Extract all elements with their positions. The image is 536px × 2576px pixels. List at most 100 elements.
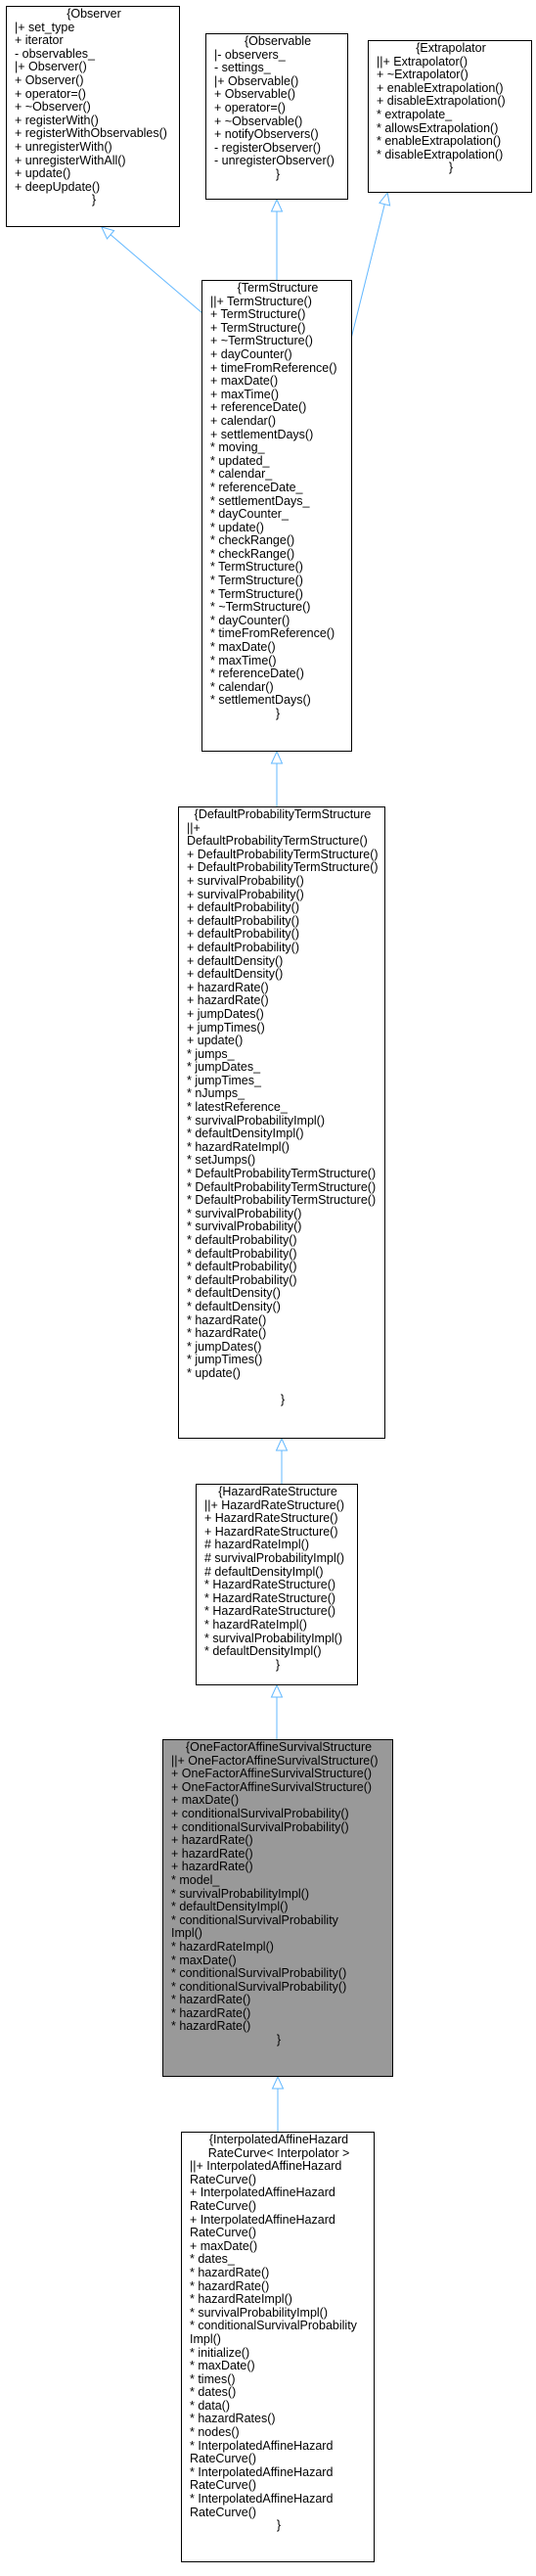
class-close: } [275, 707, 281, 720]
class-member: * initialize() [190, 2345, 250, 2360]
class-close: } [280, 1393, 286, 1407]
class-member: + DefaultProbabilityTermStructure() [187, 847, 379, 861]
class-member: * dates_ [190, 2252, 235, 2267]
class-extrapolator[interactable]: {Extrapolator ||+ Extrapolator()+ ~Extra… [368, 40, 532, 193]
class-member: + deepUpdate() [15, 179, 101, 194]
class-member: * dayCounter_ [210, 507, 289, 522]
class-member: * dates() [190, 2385, 237, 2400]
class-member: + notifyObservers() [214, 127, 319, 142]
class-onefactoraffinesurvivalstructure[interactable]: {OneFactorAffineSurvivalStructure ||+ On… [162, 1739, 393, 2077]
class-member: * conditionalSurvivalProbability() [171, 1979, 347, 1994]
class-member: ||+ Extrapolator() [377, 54, 468, 69]
class-member: * hazardRate() [190, 2265, 270, 2279]
class-member: + OneFactorAffineSurvivalStructure() [171, 1767, 373, 1781]
class-member: + ~Extrapolator() [377, 68, 469, 82]
class-member: * model_ [171, 1872, 220, 1887]
class-member: * defaultDensity() [187, 1299, 281, 1313]
class-member: + InterpolatedAffineHazard RateCurve() [190, 2185, 335, 2213]
edge-termstructure-observable [270, 198, 284, 280]
class-member: + unregisterWithAll() [15, 153, 126, 167]
class-member: + dayCounter() [210, 346, 292, 361]
class-observer[interactable]: {Observer |+ set_type+ iterator- observa… [6, 6, 180, 227]
class-member: * maxTime() [210, 653, 277, 667]
class-hazardratestructure[interactable]: {HazardRateStructure ||+ HazardRateStruc… [196, 1484, 358, 1685]
class-member: * jumpTimes_ [187, 1073, 261, 1087]
class-member: * timeFromReference() [210, 626, 335, 641]
class-termstructure[interactable]: {TermStructure ||+ TermStructure()+ Term… [201, 280, 352, 752]
class-member: * HazardRateStructure() [204, 1604, 336, 1619]
class-member: * HazardRateStructure() [204, 1590, 336, 1605]
edge-onefactor-hazardrate [270, 1683, 284, 1739]
class-member: * enableExtrapolation() [377, 134, 502, 149]
member-list: ||+ TermStructure()+ TermStructure()+ Te… [210, 295, 345, 708]
member-list: ||+ DefaultProbabilityTermStructure()+ D… [187, 821, 379, 1395]
member-list: |+ set_type+ iterator- observables_|+ Ob… [15, 20, 173, 195]
class-member: * update() [187, 1365, 241, 1380]
class-member: * jumpDates() [187, 1339, 262, 1354]
class-member: * allowsExtrapolation() [377, 120, 499, 135]
class-member: * hazardRate() [171, 2005, 251, 2020]
edge-defaultprob-termstructure [270, 750, 284, 806]
class-title: {DefaultProbabilityTermStructure [194, 807, 372, 821]
class-title: {InterpolatedAffineHazard RateCurve< Int… [207, 2133, 350, 2160]
class-member: * nJumps_ [187, 1086, 246, 1101]
class-member: + operator=() [214, 100, 286, 115]
class-member: * DefaultProbabilityTermStructure() [187, 1193, 377, 1208]
class-member: + ~Observer() [15, 100, 91, 115]
class-member: + hazardRate() [187, 993, 269, 1008]
class-member: * hazardRateImpl() [190, 2292, 292, 2307]
class-member: + Observer() [15, 72, 84, 87]
class-member: + defaultDensity() [187, 967, 284, 982]
class-member: + referenceDate() [210, 400, 307, 415]
class-member: * disableExtrapolation() [377, 147, 504, 161]
class-member: + TermStructure() [210, 307, 306, 322]
class-title: {OneFactorAffineSurvivalStructure [185, 1740, 373, 1754]
class-member: + defaultProbability() [187, 913, 299, 928]
class-title: {Extrapolator [416, 41, 486, 55]
class-member: * moving_ [210, 440, 265, 455]
class-member: * hazardRateImpl() [204, 1617, 307, 1632]
class-member: + defaultDensity() [187, 953, 284, 968]
class-title: {HazardRateStructure [218, 1485, 337, 1498]
class-member: + defaultProbability() [187, 900, 299, 915]
class-member: * hazardRateImpl() [187, 1139, 290, 1154]
class-member: - registerObserver() [214, 140, 322, 155]
class-member: * conditionalSurvivalProbability Impl() [171, 1912, 338, 1941]
class-member: * maxDate() [190, 2359, 255, 2373]
class-close: } [276, 2033, 282, 2047]
class-member: - settings_ [214, 61, 271, 75]
class-member: + maxTime() [210, 387, 280, 401]
class-member: |- observers_ [214, 47, 286, 62]
class-member: |+ set_type [15, 20, 75, 34]
class-member: * defaultDensityImpl() [204, 1644, 322, 1659]
class-member: + registerWith() [15, 113, 99, 127]
class-observable[interactable]: {Observable |- observers_- settings_|+ O… [205, 33, 348, 200]
class-member [187, 1381, 379, 1395]
class-member: * defaultProbability() [187, 1260, 297, 1274]
class-member: + DefaultProbabilityTermStructure() [187, 860, 379, 875]
class-member: * TermStructure() [210, 586, 303, 601]
class-member: # defaultDensityImpl() [204, 1564, 324, 1579]
class-member: * hazardRates() [190, 2412, 276, 2426]
class-title: {Observer [67, 7, 121, 21]
class-member: + iterator [15, 33, 64, 48]
member-list: |- observers_- settings_|+ Observable()+… [214, 47, 341, 168]
class-member: * checkRange() [210, 533, 295, 548]
class-member: * hazardRate() [187, 1326, 267, 1341]
class-interpolatedaffinehazardratecurve[interactable]: {InterpolatedAffineHazard RateCurve< Int… [181, 2132, 375, 2562]
class-member: * times() [190, 2371, 236, 2386]
class-member: * maxDate() [171, 1953, 237, 1967]
class-member: + hazardRate() [171, 1833, 253, 1848]
class-member: * settlementDays() [210, 693, 311, 708]
class-member: + operator=() [15, 86, 86, 101]
class-member: + InterpolatedAffineHazard RateCurve() [190, 2212, 335, 2240]
class-defaultprobabilitytermstructure[interactable]: {DefaultProbabilityTermStructure ||+ Def… [178, 806, 385, 1439]
class-member: * referenceDate_ [210, 480, 303, 494]
class-member: * jumpDates_ [187, 1060, 261, 1075]
class-close: } [448, 161, 454, 175]
class-member: + disableExtrapolation() [377, 94, 506, 109]
class-member: * TermStructure() [210, 560, 303, 575]
class-member: + maxDate() [210, 374, 279, 389]
class-member: * hazardRate() [171, 2019, 251, 2034]
